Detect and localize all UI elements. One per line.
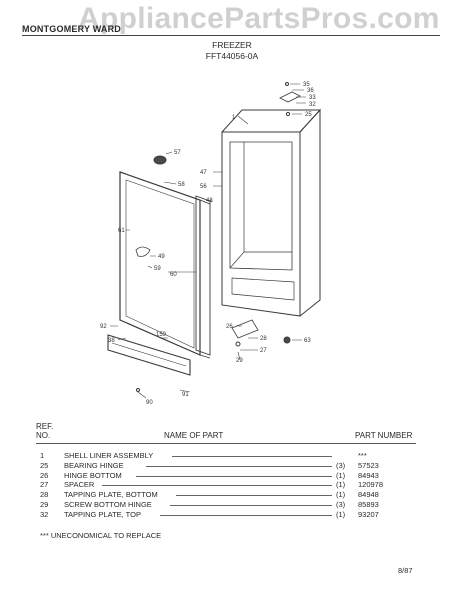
- part-number: 85893: [358, 499, 379, 509]
- quantity: (1): [336, 480, 346, 490]
- callout-47: 47: [200, 170, 207, 176]
- callout-59: 59: [154, 266, 161, 272]
- ref-number: 28: [40, 490, 49, 500]
- ref-number-header: REF. NO.: [36, 422, 53, 440]
- callout-63: 63: [304, 338, 311, 344]
- part-name-header: NAME OF PART: [164, 431, 224, 440]
- bottom-grille: [107, 334, 191, 376]
- quantity: (3): [336, 499, 346, 509]
- ref-number: 25: [40, 460, 49, 470]
- header-rule: [22, 35, 440, 36]
- door-frame: [119, 171, 201, 356]
- callout-32: 32: [309, 102, 316, 108]
- ref-header-line-1: REF.: [36, 422, 54, 431]
- leader-line: [176, 495, 332, 497]
- door-inner-panel: [125, 179, 195, 349]
- leader-line: [102, 485, 332, 487]
- cabinet-liner: [229, 141, 293, 271]
- callout-58: 58: [178, 182, 185, 188]
- callout-57: 57: [174, 150, 181, 156]
- ref-number: 32: [40, 509, 49, 519]
- callout-48: 48: [206, 198, 213, 204]
- table-row: 26 HINGE BOTTOM (1) 84943: [40, 471, 420, 481]
- part-name: SPACER: [64, 480, 95, 490]
- callout-60: 60: [170, 272, 177, 278]
- compressor-area: [231, 277, 295, 301]
- part-name: SHELL LINER ASSEMBLY: [64, 451, 154, 460]
- table-header-rule: [36, 443, 416, 444]
- ref-header-line-2: NO.: [36, 431, 51, 440]
- callout-29: 29: [236, 358, 243, 364]
- quantity: (1): [336, 490, 346, 500]
- ref-number: 26: [40, 470, 49, 480]
- parts-table: 1 SHELL LINER ASSEMBLY *** 25 BEARING HI…: [40, 451, 420, 520]
- part-name: TAPPING PLATE, TOP: [64, 509, 141, 519]
- table-row: 25 BEARING HINGE (3) 57523: [40, 461, 420, 471]
- part-name: SCREW BOTTOM HINGE: [64, 499, 152, 509]
- leader-line: [136, 475, 332, 477]
- part-name: BEARING HINGE: [64, 460, 124, 470]
- part-name: TAPPING PLATE, BOTTOM: [64, 490, 158, 500]
- door-gasket: [195, 195, 211, 356]
- watermark: AppliancePartsPros.com: [78, 2, 440, 35]
- product-name: FREEZER: [212, 40, 252, 50]
- quantity: (3): [336, 460, 346, 470]
- thermostat-knob: [153, 155, 167, 165]
- callout-36: 36: [307, 88, 314, 94]
- callout-26: 26: [226, 324, 233, 330]
- callout-90: 90: [146, 400, 153, 406]
- table-row: 1 SHELL LINER ASSEMBLY ***: [40, 451, 420, 461]
- part-number: 84948: [358, 490, 379, 500]
- leader-line: [160, 514, 332, 516]
- callout-28: 28: [260, 336, 267, 342]
- callout-1: 1: [232, 115, 236, 121]
- callout-38: 38: [108, 338, 115, 344]
- callout-25: 25: [305, 112, 312, 118]
- callout-33: 33: [309, 95, 316, 101]
- leader-line: [172, 456, 332, 457]
- footnote: *** UNECONOMICAL TO REPLACE: [40, 531, 162, 540]
- quantity: (1): [336, 470, 346, 480]
- callout-61: 61: [118, 228, 125, 234]
- callout-35: 35: [303, 82, 310, 88]
- ref-number: 1: [40, 451, 45, 460]
- part-number: 57523: [358, 460, 379, 470]
- callout-92: 92: [100, 324, 107, 330]
- quantity: (1): [336, 509, 346, 519]
- liner-floor: [229, 142, 292, 269]
- cabinet-shell: [221, 131, 301, 317]
- revision-date: 8/87: [398, 566, 413, 575]
- exploded-parts-diagram: 35 36 33 32 25 1 57 58 47 56 48 61 49 59…: [100, 82, 322, 406]
- callout-159: 159: [156, 332, 167, 338]
- part-number-header: PART NUMBER: [355, 431, 413, 440]
- door-handle: [135, 246, 151, 257]
- part-number: 120978: [358, 480, 384, 490]
- model-number: FFT44056-0A: [205, 51, 259, 61]
- part-number: ***: [358, 451, 367, 460]
- callout-49: 49: [158, 254, 165, 260]
- cabinet-side: [299, 108, 321, 317]
- part-name: HINGE BOTTOM: [64, 470, 122, 480]
- part-number: 93207: [358, 509, 379, 519]
- table-row: 28 TAPPING PLATE, BOTTOM (1) 84948: [40, 490, 420, 500]
- table-row: 32 TAPPING PLATE, TOP (1) 93207: [40, 510, 420, 520]
- bottom-hinge: [231, 319, 259, 339]
- ref-number: 27: [40, 480, 49, 490]
- callout-56: 56: [200, 184, 207, 190]
- table-row: 29 SCREW BOTTOM HINGE (3) 85893: [40, 500, 420, 510]
- leader-line: [146, 465, 332, 467]
- table-row: 27 SPACER (1) 120978: [40, 480, 420, 490]
- top-hinge: [279, 91, 301, 103]
- part-number: 84943: [358, 470, 379, 480]
- ref-number: 29: [40, 499, 49, 509]
- callout-91: 91: [182, 392, 189, 398]
- brand-name: MONTGOMERY WARD: [22, 24, 121, 34]
- leader-line: [170, 504, 332, 506]
- callout-27: 27: [260, 348, 267, 354]
